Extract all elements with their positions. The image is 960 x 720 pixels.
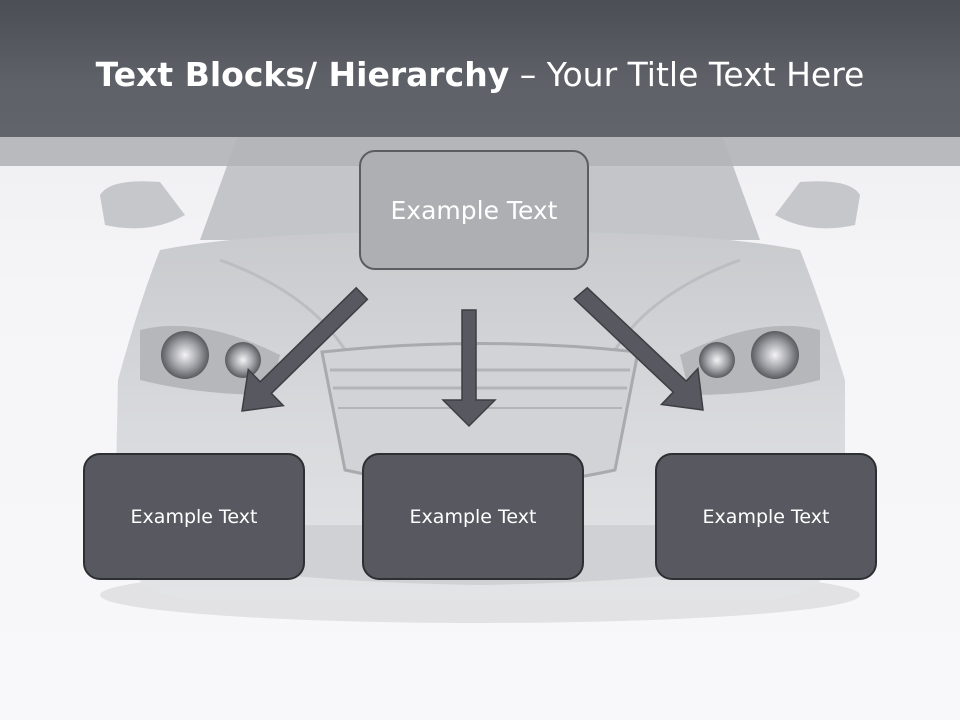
slide-title-bold: Text Blocks/ Hierarchy bbox=[95, 55, 510, 94]
center-text-block-label: Example Text bbox=[409, 505, 537, 528]
right-text-block-label: Example Text bbox=[702, 505, 830, 528]
left-text-block-label: Example Text bbox=[130, 505, 258, 528]
top-text-block: Example Text bbox=[359, 150, 589, 270]
slide-title-rest: – Your Title Text Here bbox=[509, 55, 865, 94]
slide-title: Text Blocks/ Hierarchy – Your Title Text… bbox=[0, 52, 960, 98]
top-text-block-label: Example Text bbox=[390, 195, 558, 225]
center-text-block: Example Text bbox=[362, 453, 584, 580]
right-text-block: Example Text bbox=[655, 453, 877, 580]
title-bar bbox=[0, 0, 960, 137]
left-text-block: Example Text bbox=[83, 453, 305, 580]
